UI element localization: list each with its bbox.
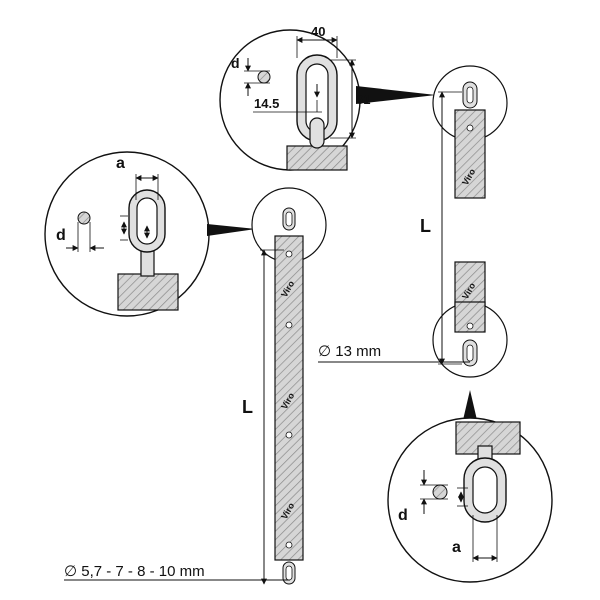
bottom-a-label: a [452,539,461,556]
top-detail-circle: 40 61 14.5 d [219,24,436,171]
top-height-label: 61 [356,92,370,107]
bottom-detail-circle: d a [387,417,553,583]
left-d-label: d [56,227,66,244]
left-chain-sleeve [274,235,304,561]
top-detail-pointer [356,86,436,104]
top-width-label: 40 [311,24,325,39]
right-length-label: L [420,216,431,236]
top-inner-label: 14.5 [254,96,279,111]
left-chain: Viro Viro Viro L ∅ 5,7 - 7 - 8 - 10 mm [64,187,327,585]
bottom-d-label: d [398,507,408,524]
top-d-label: d [231,55,240,71]
top-detail-block [286,145,348,171]
left-detail-pointer [207,224,256,236]
left-detail-circle: a d [44,151,256,317]
bottom-wire-section [432,484,448,500]
right-chain: Viro Viro L ∅ 13 mm [318,65,508,420]
left-detail-block [117,273,179,311]
right-diameter-label: ∅ 13 mm [318,343,381,360]
left-a-label: a [116,155,125,172]
bottom-detail-pointer [463,390,477,420]
left-diameter-label: ∅ 5,7 - 7 - 8 - 10 mm [64,563,205,580]
left-wire-section [77,211,91,225]
top-wire-section [257,70,271,84]
left-length-label: L [242,397,253,417]
